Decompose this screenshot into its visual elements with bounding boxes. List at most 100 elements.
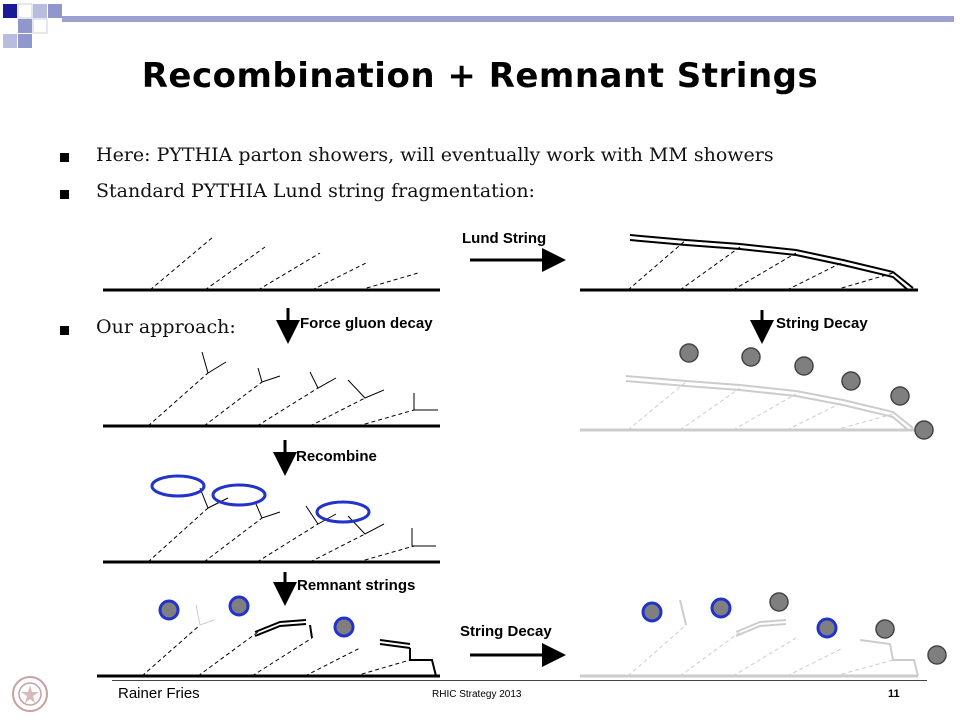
string-segment [629,234,914,289]
bullet-text: Our approach: [96,316,236,338]
recombined-hadron [641,601,663,623]
quark-pair [195,604,215,626]
remnant-string [254,623,307,637]
footer-rule [112,680,927,681]
parton-line [357,545,415,563]
parton-line [354,659,411,677]
parton-line [251,637,313,677]
recombined-hadron [228,595,250,617]
recombined-hadron [710,597,732,619]
remnant-string [309,624,313,639]
parton-line [627,624,687,677]
string-decay-diagram [580,343,934,440]
parton-line [786,647,844,677]
parton-line [141,624,201,677]
hadron [875,619,895,639]
parton-line [309,533,366,563]
recombined-hadron [333,616,355,638]
parton-line [679,246,741,291]
parton-line [197,631,259,677]
parton-line [256,387,319,427]
recombination-ellipse [315,500,371,524]
parton-line [304,647,361,677]
string-decay-label: String Decay [776,315,868,332]
quark-pair [305,505,337,525]
corner-square [17,3,33,19]
header-bar [62,16,954,22]
corner-square [48,4,62,18]
string-segment [625,380,909,431]
parton-line [732,393,797,431]
remnant-string [379,639,411,645]
recombined-hadron [158,599,180,621]
parton-line [147,372,209,427]
hadron [890,386,910,406]
final-hadrons-diagram [580,592,947,678]
bullet-marker [60,190,69,199]
parton-line [786,261,844,291]
hadron [679,343,699,363]
quark-pair [201,351,227,374]
string-segment [625,375,914,429]
parton-line [679,631,741,677]
remnant-string [735,619,787,633]
parton-line [257,252,321,291]
quark-pair [255,503,281,519]
hadron [769,592,789,612]
parton-line [203,381,263,427]
bullet-text: Standard PYTHIA Lund string fragmentatio… [96,180,535,202]
parton-line [627,381,687,431]
recombine-label: Recombine [296,448,377,465]
remnant-string [254,619,307,633]
parton-line [147,507,209,563]
decorative-header [3,3,954,48]
bullet-text: Here: PYTHIA parton showers, will eventu… [96,144,774,166]
quark-line [679,599,687,626]
hadron [841,371,861,391]
recombined-hadron [816,617,838,639]
parton-line [309,397,366,427]
quark-pair [309,371,337,389]
hadron [927,645,947,665]
parton-line [627,239,687,291]
remnant-string [735,623,787,637]
hadron [741,347,761,367]
quark-pair [411,528,436,547]
string-segment [629,239,909,291]
parton-line [256,523,319,563]
corner-square [3,4,17,18]
parton-line [732,252,797,291]
shower-diagram-standard [103,236,440,292]
page-number: 11 [888,688,900,700]
lund-string-label: Lund String [462,230,547,247]
university-seal-icon [12,676,48,712]
quark-pair [347,379,385,399]
corner-square [3,34,17,48]
parton-line [834,659,894,677]
bullet-marker [60,326,69,335]
footer-event: RHIC Strategy 2013 [432,689,522,700]
corner-square [18,19,32,33]
parton-line [834,272,894,291]
string-decay-label: String Decay [460,623,552,640]
parton-line [204,246,266,291]
hadron [794,356,814,376]
gluon-decay-diagram [103,351,440,428]
slide-title: Recombination + Remnant Strings [141,56,819,96]
footer-author: Rainer Fries [118,685,200,702]
bullet-marker [60,153,69,162]
parton-line [679,387,741,431]
corner-square [18,34,32,48]
quark-pair [347,515,385,535]
parton-line [149,236,214,291]
remnant-string [409,648,437,677]
force-gluon-decay-label: Force gluon decay [300,315,433,332]
lund-string-diagram [580,234,918,292]
parton-line [359,272,419,291]
corner-square [32,18,48,34]
remnant-strings-label: Remnant strings [297,577,416,594]
remnant-strings-diagram [97,595,440,678]
parton-line [834,413,894,431]
remnant-string [859,639,919,677]
